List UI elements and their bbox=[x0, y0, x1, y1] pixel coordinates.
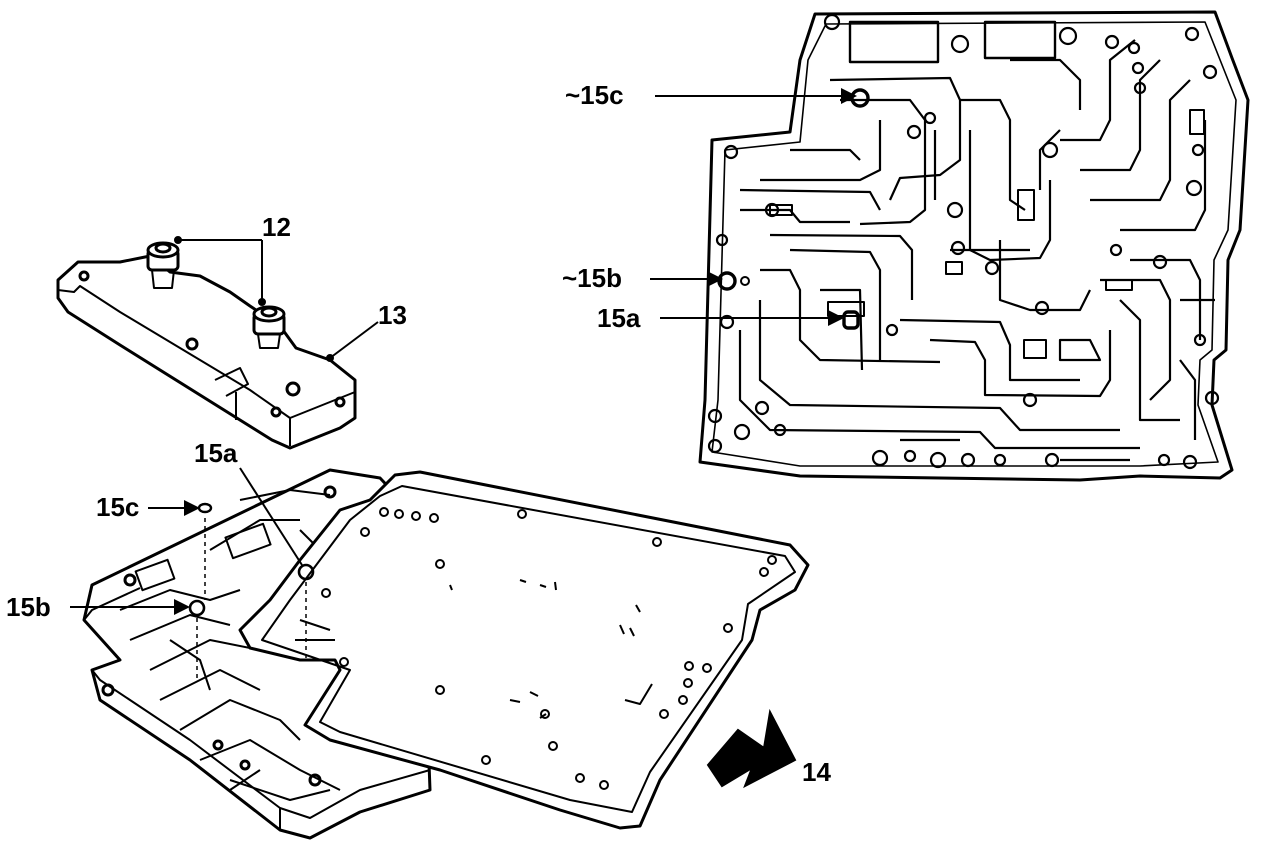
label-15c-lower: 15c bbox=[96, 492, 139, 522]
direction-arrow-14 bbox=[706, 708, 797, 789]
label-13: 13 bbox=[378, 300, 407, 330]
cover-plate-13 bbox=[56, 241, 357, 450]
alignment-lines bbox=[196, 518, 307, 680]
label-15a-lower: 15a bbox=[194, 438, 238, 468]
bolt-12-left bbox=[146, 241, 180, 289]
leader-lines-upper bbox=[650, 88, 857, 326]
valve-15c-marker-lower bbox=[197, 502, 213, 514]
label-14: 14 bbox=[802, 757, 831, 787]
valve-15b-marker-lower bbox=[188, 599, 206, 617]
valve-15a-marker-upper bbox=[842, 310, 860, 330]
leader-lines-12-13 bbox=[174, 236, 379, 362]
valve-body-face bbox=[698, 10, 1250, 482]
label-12: 12 bbox=[262, 212, 291, 242]
bolt-12-right bbox=[252, 305, 286, 349]
valve-body-outline bbox=[698, 10, 1250, 482]
leader-lines-lower bbox=[70, 467, 303, 615]
valve-15a-marker-lower bbox=[297, 563, 315, 581]
label-15a-upper: 15a bbox=[597, 303, 641, 333]
label-15b-lower: 15b bbox=[6, 592, 51, 622]
separator-plate bbox=[238, 470, 810, 830]
label-15c-upper: ~15c bbox=[565, 80, 624, 110]
valve-15b-marker-upper bbox=[717, 271, 750, 291]
label-15b-upper: ~15b bbox=[562, 263, 622, 293]
valve-15c-marker-upper bbox=[850, 88, 870, 108]
